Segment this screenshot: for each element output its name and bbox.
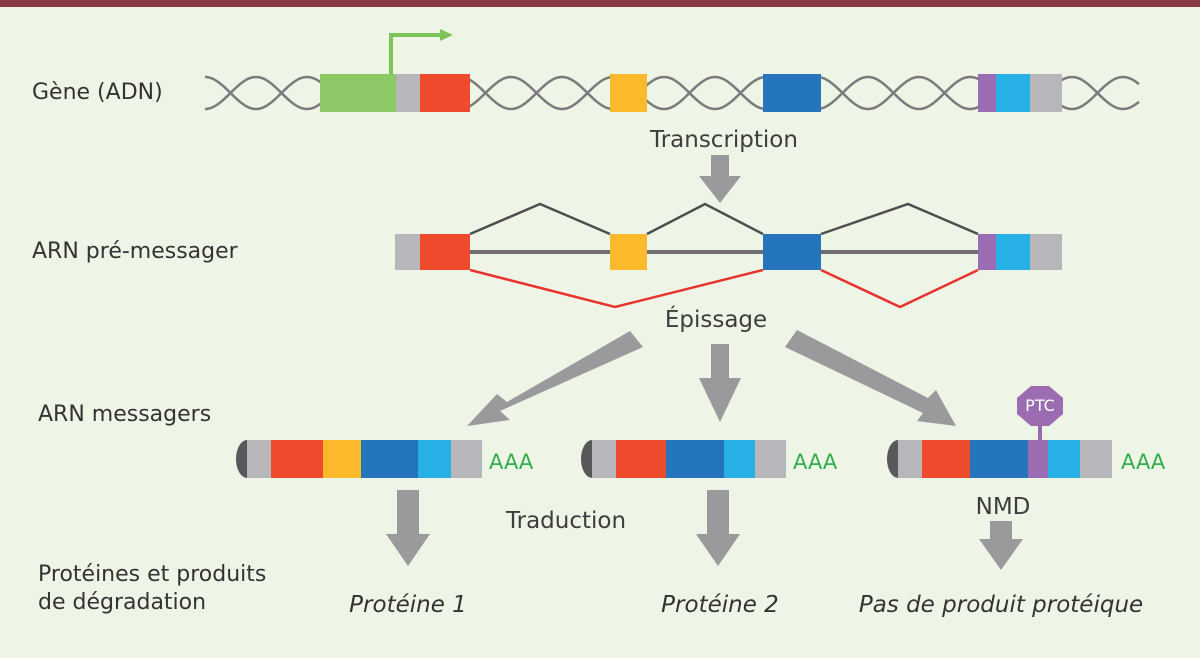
step-nmd: NMD <box>975 494 1031 520</box>
output-arrows <box>386 490 1023 570</box>
poly-a-tail-1: AAA <box>489 450 534 474</box>
splicing-arrows <box>467 330 956 426</box>
transcription-arrow <box>699 155 741 203</box>
exon-yellow-block <box>610 74 647 112</box>
translation-arrow-1-shaft <box>397 490 419 534</box>
row-label-proteins-1: Protéines et produits <box>38 562 267 587</box>
step-transcription: Transcription <box>650 127 798 153</box>
splice-path-inclusion <box>469 202 611 236</box>
row-label-proteins-2: de dégradation <box>38 590 207 615</box>
mrna-1 <box>236 440 482 478</box>
row-label-mrnas: ARN messagers <box>38 402 212 427</box>
utr-3-block <box>1030 74 1062 112</box>
poly-a-tail-3: AAA <box>1121 450 1166 474</box>
translation-arrow-2-shaft <box>707 490 729 534</box>
promoter-block <box>320 74 396 112</box>
exon-cyan-block <box>996 74 1030 112</box>
product-protein-1: Protéine 1 <box>349 592 467 618</box>
product-no-protein: Pas de produit protéique <box>858 592 1144 618</box>
product-protein-2: Protéine 2 <box>661 592 779 618</box>
mrna-3 <box>887 386 1112 478</box>
row-label-pre-mrna: ARN pré-messager <box>32 239 238 264</box>
pre-mrna <box>395 202 1062 309</box>
exon-blue-block <box>763 74 821 112</box>
poly-a-tail-2: AAA <box>793 450 838 474</box>
row-label-gene: Gène (ADN) <box>32 80 163 105</box>
gene-blocks <box>320 74 1062 112</box>
arrow-to-mrna-3 <box>785 330 956 426</box>
step-splicing: Épissage <box>664 307 768 333</box>
splice-path-skipping <box>469 268 764 309</box>
exon-red-block <box>420 74 470 112</box>
arrow-to-mrna-2-shaft <box>711 344 729 378</box>
utr-5-block <box>396 74 420 112</box>
arrow-to-mrna-1 <box>467 331 643 426</box>
exon-purple-block <box>978 74 996 112</box>
step-translation: Traduction <box>505 508 627 534</box>
nmd-arrow-shaft <box>990 521 1012 539</box>
top-bar <box>0 0 1200 7</box>
mrna-2 <box>581 440 786 478</box>
ptc-octagon <box>1017 386 1063 426</box>
transcription-start-arrow <box>389 29 453 74</box>
ptc-label: PTC <box>1025 396 1055 415</box>
